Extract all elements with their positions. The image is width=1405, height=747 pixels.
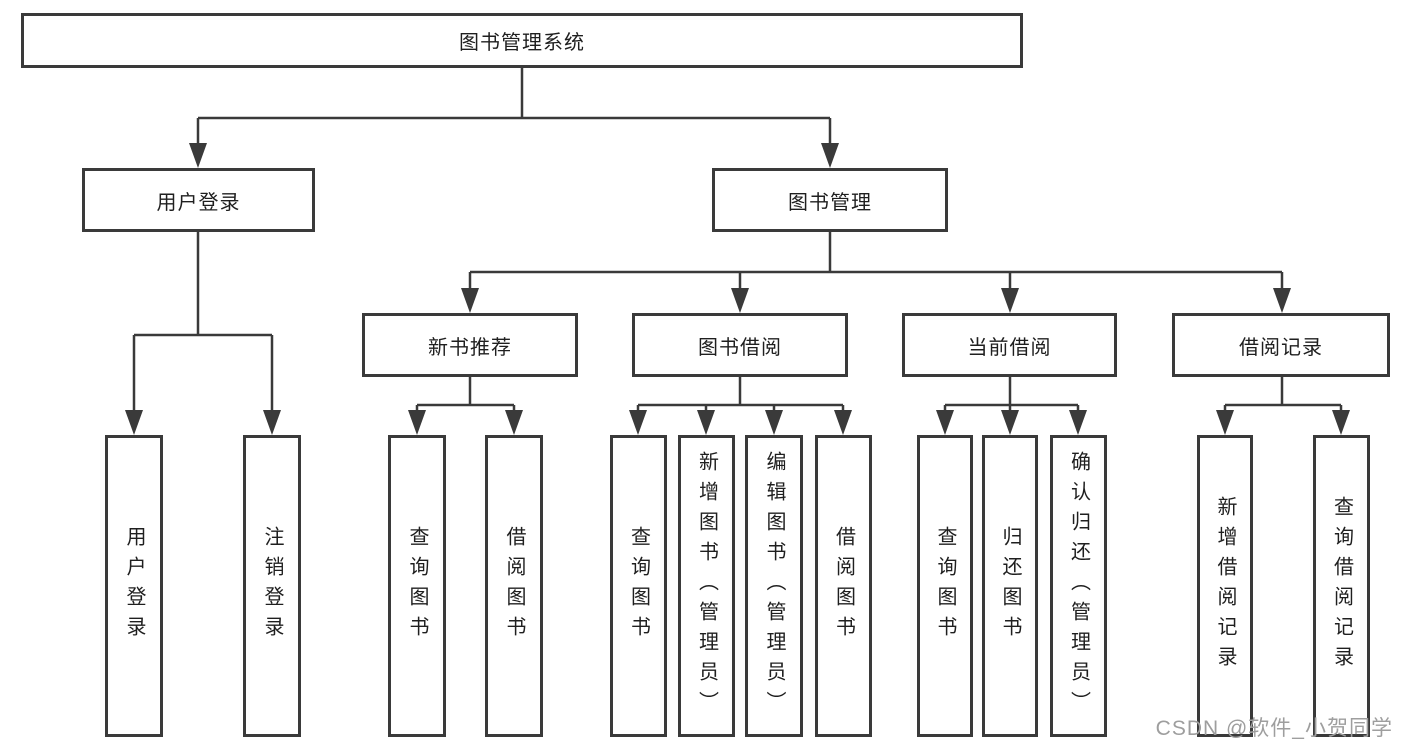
- node-label: 查询借阅记录: [1330, 496, 1353, 676]
- arrowhead: [263, 410, 281, 435]
- node-label: 图书管理: [788, 191, 872, 214]
- node-label: 当前借阅: [967, 336, 1052, 359]
- arrowhead: [1069, 410, 1087, 435]
- leaf-borrow-books-recommend: 借阅图书: [485, 435, 543, 737]
- node-label: 确认归还（管理员）: [1067, 451, 1090, 721]
- node-book-management: 图书管理: [712, 168, 948, 232]
- node-label: 注销登录: [261, 526, 283, 646]
- node-label: 借阅图书: [832, 526, 855, 646]
- leaf-borrow-books: 借阅图书: [815, 435, 872, 737]
- node-label: 图书借阅: [698, 336, 782, 359]
- node-borrow-records: 借阅记录: [1172, 313, 1390, 377]
- leaf-add-book-admin: 新增图书（管理员）: [678, 435, 735, 737]
- node-library-management-system: 图书管理系统: [21, 13, 1023, 68]
- node-label: 查询图书: [627, 526, 650, 646]
- arrowhead: [189, 143, 207, 168]
- node-label: 归还图书: [999, 526, 1021, 646]
- node-label: 借阅图书: [503, 526, 525, 646]
- arrowhead: [821, 143, 839, 168]
- arrowhead: [1216, 410, 1234, 435]
- leaf-query-books-recommend: 查询图书: [388, 435, 446, 737]
- arrowhead: [505, 410, 523, 435]
- csdn-watermark: CSDN @软件_小贺同学: [1155, 717, 1393, 740]
- arrowhead: [1332, 410, 1350, 435]
- arrowhead: [697, 410, 715, 435]
- leaf-add-borrow-record: 新增借阅记录: [1197, 435, 1253, 737]
- node-label: 借阅记录: [1239, 336, 1323, 359]
- node-label: 编辑图书（管理员）: [763, 451, 785, 721]
- arrowhead: [408, 410, 426, 435]
- node-current-borrow: 当前借阅: [902, 313, 1117, 377]
- node-label: 新增图书（管理员）: [695, 451, 718, 721]
- leaf-query-books-current: 查询图书: [917, 435, 973, 737]
- node-new-book-recommend: 新书推荐: [362, 313, 578, 377]
- node-label: 新书推荐: [428, 336, 512, 359]
- arrowhead: [936, 410, 954, 435]
- leaf-edit-book-admin: 编辑图书（管理员）: [745, 435, 803, 737]
- arrowhead: [731, 288, 749, 313]
- node-label: 查询图书: [934, 526, 956, 646]
- node-label: 查询图书: [406, 526, 428, 646]
- arrowhead: [765, 410, 783, 435]
- node-label: 用户登录: [156, 191, 241, 214]
- node-label: 用户登录: [123, 526, 145, 646]
- arrowhead: [834, 410, 852, 435]
- arrowhead: [629, 410, 647, 435]
- arrowhead: [125, 410, 143, 435]
- leaf-logout: 注销登录: [243, 435, 301, 737]
- arrowhead: [1273, 288, 1291, 313]
- leaf-confirm-return-admin: 确认归还（管理员）: [1050, 435, 1107, 737]
- leaf-query-borrow-record: 查询借阅记录: [1313, 435, 1370, 737]
- leaf-return-books: 归还图书: [982, 435, 1038, 737]
- leaf-query-books-borrow: 查询图书: [610, 435, 667, 737]
- node-user-login: 用户登录: [82, 168, 315, 232]
- arrowhead: [1001, 288, 1019, 313]
- node-label: 新增借阅记录: [1214, 496, 1236, 676]
- node-book-borrow: 图书借阅: [632, 313, 848, 377]
- node-label: 图书管理系统: [459, 32, 585, 54]
- leaf-user-login: 用户登录: [105, 435, 163, 737]
- arrowhead: [1001, 410, 1019, 435]
- arrowhead: [461, 288, 479, 313]
